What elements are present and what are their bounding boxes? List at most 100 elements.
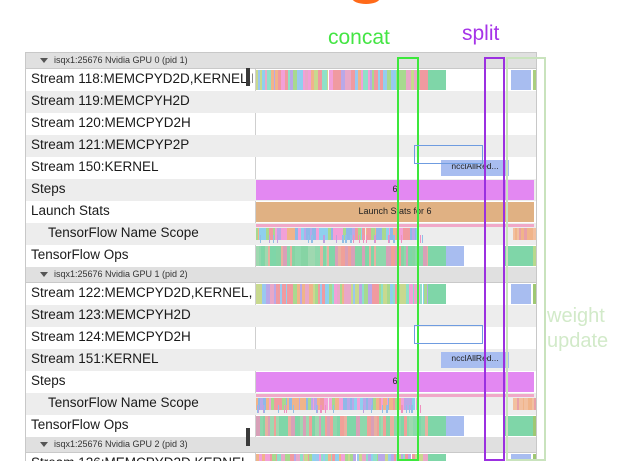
trace-event-tick[interactable] [259, 235, 261, 243]
trace-event-tick[interactable] [420, 405, 422, 413]
trace-event-block[interactable] [298, 246, 301, 266]
trace-event-block[interactable] [283, 416, 288, 436]
trace-event-block[interactable] [269, 454, 272, 461]
trace-event-block[interactable] [337, 246, 342, 266]
trace-event-block[interactable] [367, 416, 372, 436]
op-block[interactable] [446, 416, 464, 436]
trace-event-block[interactable] [320, 398, 324, 410]
trace-event-block[interactable] [322, 454, 326, 461]
trace-event-block[interactable] [298, 398, 301, 410]
trace-event-block[interactable] [283, 246, 288, 266]
trace-event-block[interactable] [398, 398, 401, 410]
trace-event-block[interactable] [294, 228, 299, 240]
trace-event-block[interactable] [308, 398, 312, 410]
trace-event-block[interactable] [267, 70, 272, 90]
trace-event-block[interactable] [405, 228, 409, 240]
trace-event-block[interactable] [287, 246, 290, 266]
trace-event-block[interactable] [275, 416, 280, 436]
trace-event-block[interactable] [305, 228, 310, 240]
trace-event-block[interactable] [393, 284, 395, 304]
trace-event-block[interactable] [273, 398, 276, 410]
trace-event-block[interactable] [332, 454, 335, 461]
trace-event-block[interactable] [256, 246, 260, 266]
concat-op-block[interactable] [428, 246, 446, 266]
trace-event-tick[interactable] [345, 235, 347, 243]
trace-event-block[interactable] [290, 416, 293, 436]
trace-event-block[interactable] [275, 284, 281, 304]
trace-row-track[interactable] [256, 245, 536, 267]
trace-event-block[interactable] [403, 454, 405, 461]
trace-event-block[interactable] [388, 398, 390, 410]
trace-event-block[interactable] [373, 398, 376, 410]
trace-event-block[interactable] [291, 398, 296, 410]
trace-event-block[interactable] [339, 454, 342, 461]
trace-event-block[interactable] [299, 70, 303, 90]
trace-event-tick[interactable] [257, 405, 259, 413]
trace-event-block[interactable] [298, 228, 301, 240]
trace-event-block[interactable] [401, 284, 406, 304]
trace-event-block[interactable] [258, 228, 260, 240]
trace-event-block[interactable] [361, 284, 365, 304]
trace-event-block[interactable] [347, 416, 351, 436]
trace-event-block[interactable] [354, 398, 357, 410]
trace-event-tick[interactable] [393, 235, 395, 243]
op-block[interactable] [446, 246, 464, 266]
trace-viewer-panel[interactable]: isqx1:25676 Nvidia GPU 0 (pid 1)Stream 1… [25, 52, 537, 461]
trace-event-block[interactable] [377, 454, 383, 461]
trace-event-block[interactable] [342, 398, 347, 410]
trace-row[interactable]: Stream 122:MEMCPYD2D,KERNEL,MI [26, 283, 536, 305]
trace-event-block[interactable] [399, 454, 401, 461]
trace-event-block[interactable] [295, 398, 299, 410]
trace-event-block[interactable] [286, 454, 291, 461]
trace-event-block[interactable] [426, 246, 428, 266]
trace-event-block[interactable] [374, 70, 378, 90]
trace-event-block[interactable] [328, 398, 332, 410]
trace-event-block[interactable] [320, 454, 323, 461]
group-header-2[interactable]: isqx1:25676 Nvidia GPU 2 (pid 3) [26, 437, 536, 453]
trace-event-tick[interactable] [316, 405, 318, 413]
trace-event-block[interactable] [319, 416, 322, 436]
trace-event-tick[interactable] [388, 235, 390, 243]
trace-event-block[interactable] [384, 454, 388, 461]
trace-event-block[interactable] [256, 398, 258, 410]
trace-event-block[interactable] [313, 284, 316, 304]
trace-event-block[interactable] [323, 416, 326, 436]
trace-event-block[interactable] [408, 416, 414, 436]
trace-event-block[interactable] [533, 454, 536, 461]
trace-event-block[interactable] [334, 284, 338, 304]
trace-event-block[interactable] [339, 416, 344, 436]
trace-event-block[interactable] [315, 454, 319, 461]
trace-event-block[interactable] [385, 228, 389, 240]
trace-event-block[interactable] [420, 70, 422, 90]
trace-event-block[interactable] [263, 246, 266, 266]
trace-event-block[interactable] [326, 398, 329, 410]
trace-event-block[interactable] [342, 284, 345, 304]
concat-block[interactable] [428, 454, 446, 461]
trace-row-track[interactable]: ncclAllRed... [256, 349, 536, 371]
trace-event-block[interactable] [275, 70, 278, 90]
trace-event-block[interactable] [259, 228, 263, 240]
trace-event-block[interactable] [410, 228, 412, 240]
trace-event-block[interactable] [266, 398, 270, 410]
trace-event-block[interactable] [312, 398, 315, 410]
trace-event-block[interactable] [256, 228, 259, 240]
launch-stats-block[interactable] [256, 202, 534, 222]
trace-event-tick[interactable] [285, 405, 288, 413]
trace-event-block[interactable] [325, 228, 329, 240]
trace-event-block[interactable] [413, 70, 416, 90]
trace-event-block[interactable] [422, 70, 424, 90]
trace-event-block[interactable] [406, 246, 409, 266]
trace-event-block[interactable] [331, 228, 334, 240]
trace-event-block[interactable] [281, 284, 286, 304]
trace-event-block[interactable] [312, 246, 315, 266]
trace-event-block[interactable] [301, 284, 306, 304]
trace-event-tick[interactable] [320, 405, 322, 413]
trace-event-block[interactable] [271, 70, 274, 90]
trace-event-block[interactable] [304, 70, 309, 90]
trace-event-block[interactable] [532, 228, 535, 240]
trace-event-block[interactable] [294, 454, 297, 461]
trace-event-block[interactable] [360, 398, 363, 410]
trace-event-block[interactable] [277, 228, 280, 240]
trace-event-block[interactable] [327, 246, 329, 266]
